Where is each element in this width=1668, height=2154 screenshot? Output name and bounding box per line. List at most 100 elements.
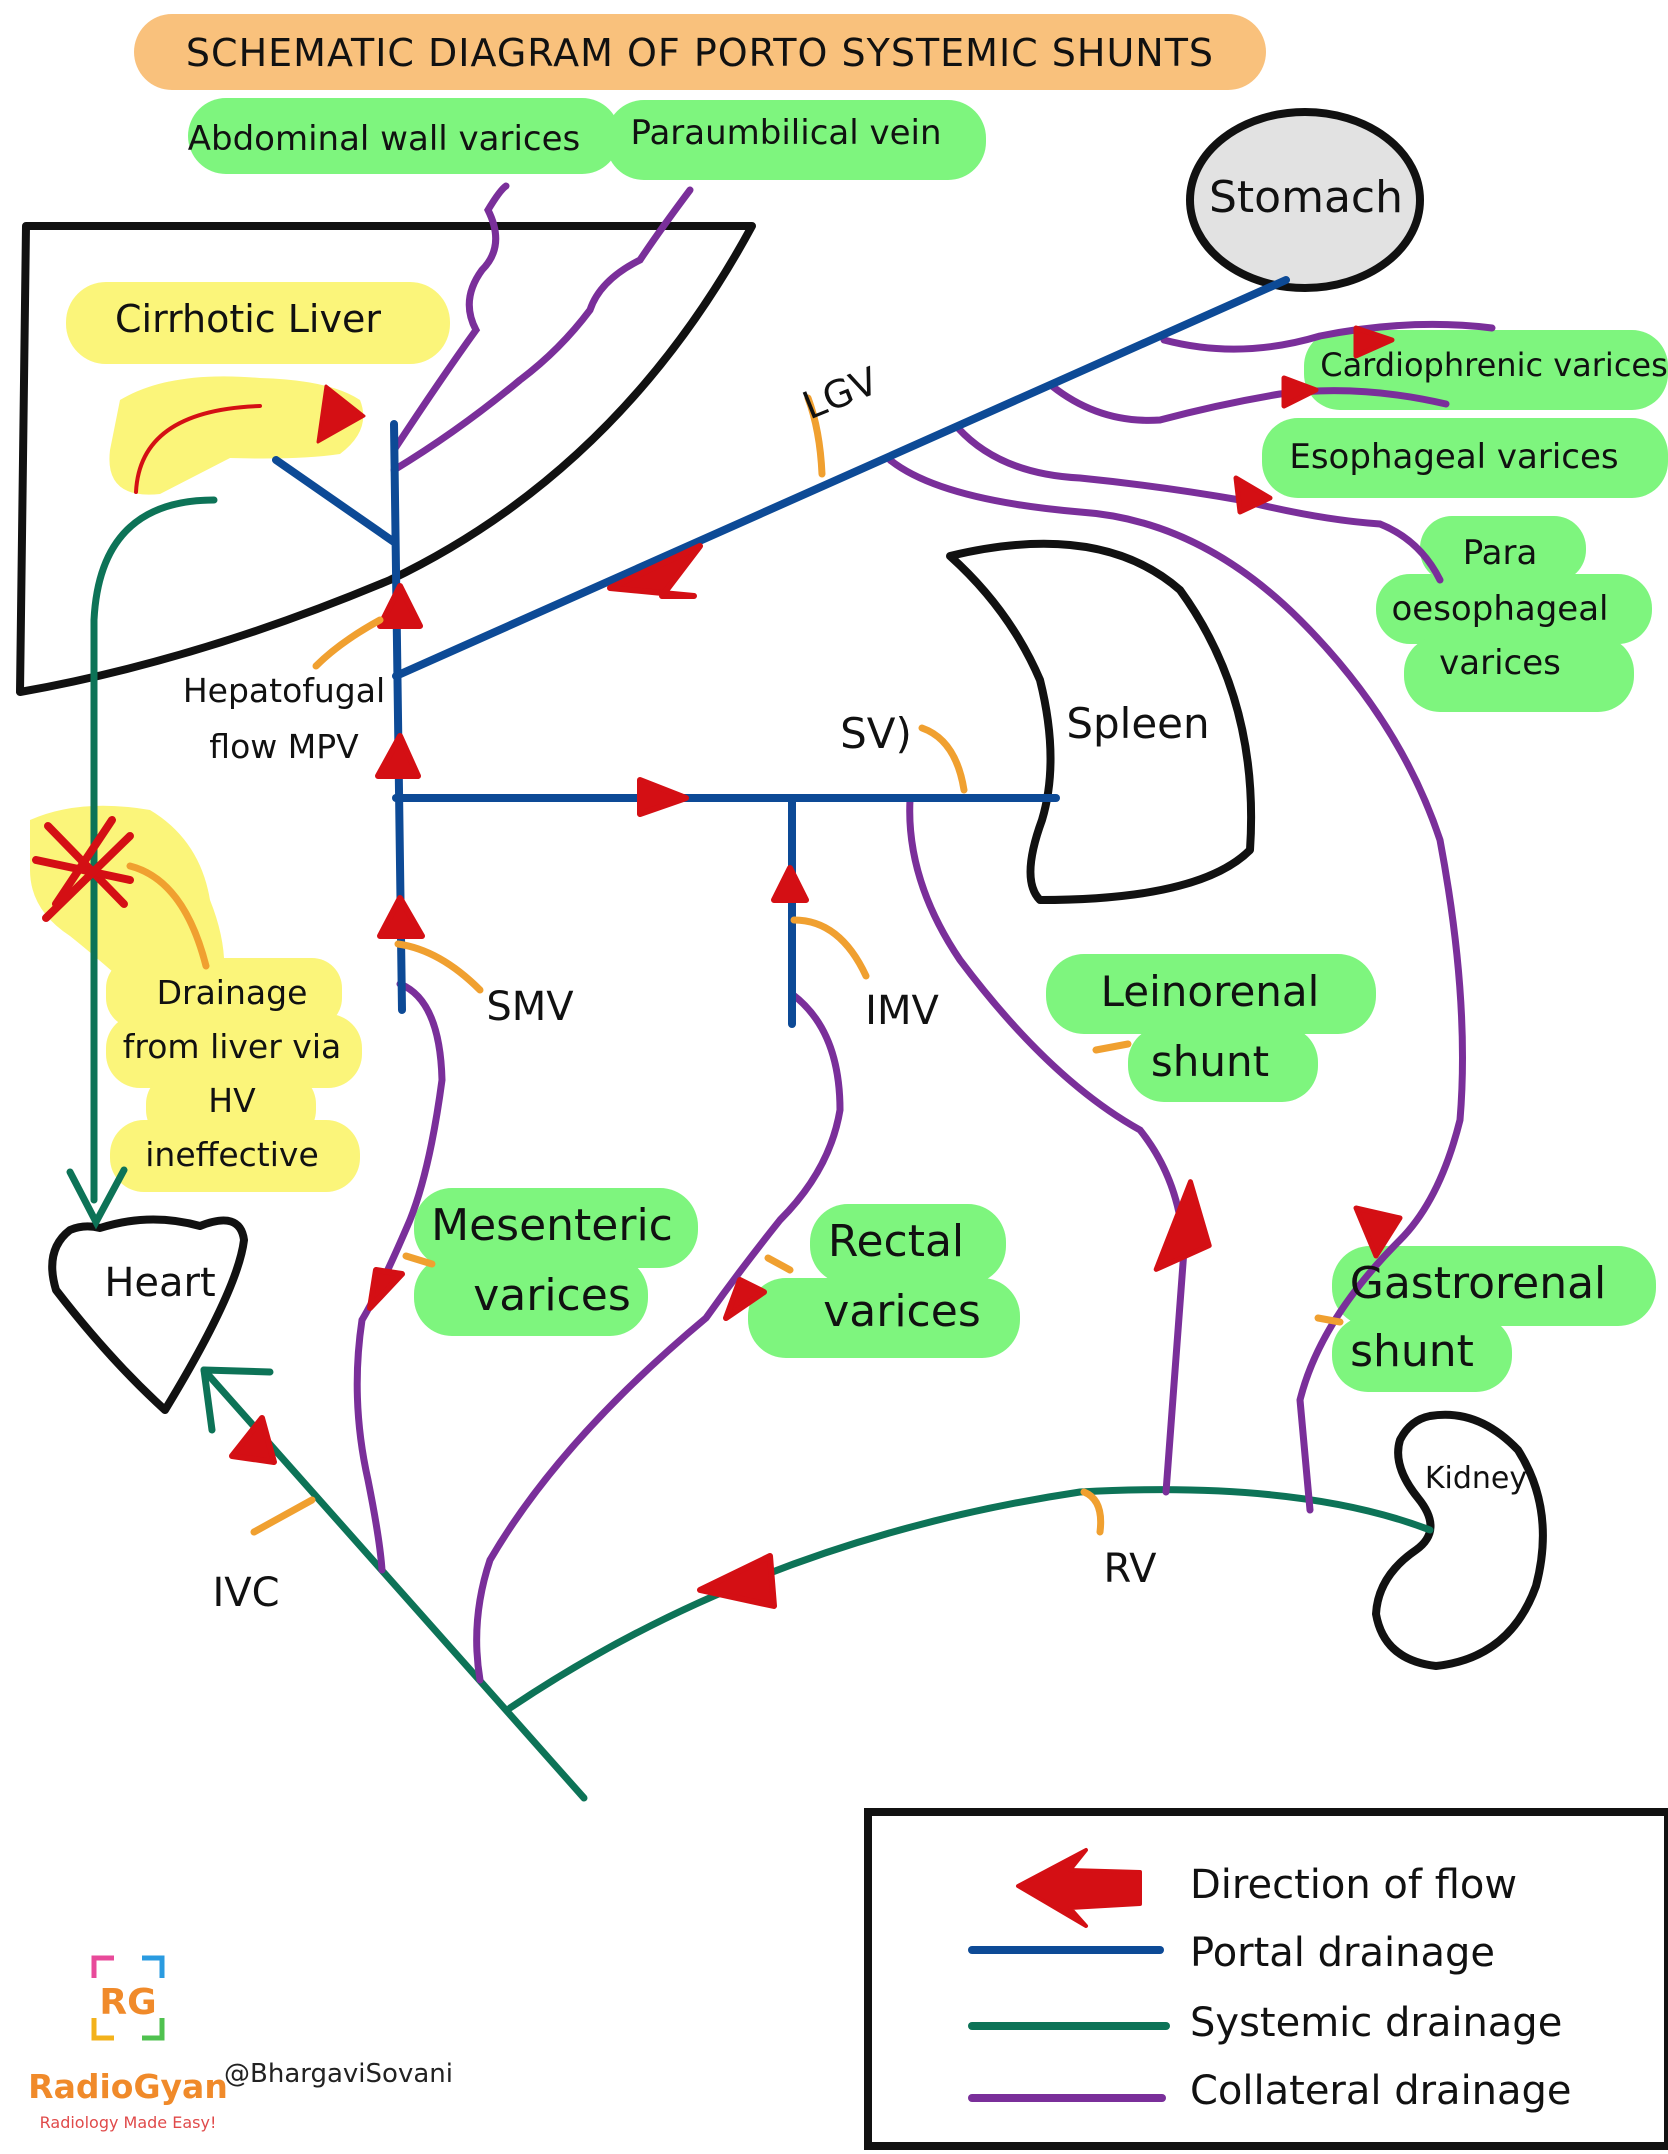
gastrorenal-pointer <box>1314 1314 1344 1326</box>
logo-letters: RG <box>99 1982 156 2023</box>
ivc-pointer <box>250 1496 316 1536</box>
paraumbilical-highlight <box>606 100 986 180</box>
mesenteric-label: Mesenteric <box>431 1200 673 1251</box>
highlights <box>30 98 1668 1392</box>
leinorenal-pointer <box>1092 1040 1132 1054</box>
para-highlight <box>1420 516 1586 582</box>
gastrorenal-arrow <box>1353 1205 1403 1259</box>
drainage-label: Drainage <box>157 973 308 1012</box>
portal-vessels <box>272 276 1290 1028</box>
splenic-arrow <box>637 777 689 817</box>
leinorenal-label: Leinorenal <box>1101 967 1320 1016</box>
hepatic-vein-path <box>90 496 218 1204</box>
hepatofugal-label: Hepatofugal <box>183 671 385 710</box>
flow-arrows <box>134 325 1403 1609</box>
legend-flow-arrow-icon <box>1016 1848 1142 1928</box>
smv-label: SMV <box>486 984 574 1030</box>
legend-collateral-label: Collateral drainage <box>1190 2068 1572 2114</box>
stomach-label: Stomach <box>1209 172 1403 223</box>
labels: Abdominal wall varices Paraumbilical vei… <box>104 113 1667 1616</box>
leinorenal-highlight <box>1046 954 1376 1034</box>
heart-shape <box>48 1215 248 1414</box>
esophageal-highlight <box>1262 418 1668 498</box>
renal-arrow <box>697 1553 777 1609</box>
left-portal-branch <box>272 456 398 546</box>
brand-tagline: Radiology Made Easy! <box>40 2113 217 2132</box>
legend-direction-label: Direction of flow <box>1190 1862 1517 1908</box>
renal-vein-path <box>506 1486 1434 1712</box>
varices-highlight <box>1404 636 1634 712</box>
imv-label: IMV <box>865 988 939 1034</box>
author-handle: @BhargaviSovani <box>224 2059 453 2089</box>
rectal-collateral <box>473 990 844 1684</box>
esophageal-varices-label: Esophageal varices <box>1289 437 1618 477</box>
rv-label: RV <box>1104 1546 1158 1592</box>
smv-arrow <box>377 895 425 939</box>
branding: RG RadioGyan Radiology Made Easy! @Bharg… <box>28 1955 453 2132</box>
liver-outline <box>16 222 756 696</box>
cardiophrenic-arrow-lower <box>1281 375 1319 409</box>
imv-pointer <box>790 916 870 980</box>
cirrhotic-liver-highlight <box>66 282 450 364</box>
rectal-label: Rectal <box>828 1216 964 1267</box>
mesenteric-highlight <box>414 1188 698 1268</box>
paraumbilical-vein-label: Paraumbilical vein <box>630 113 941 153</box>
brand-name: RadioGyan <box>28 2067 228 2106</box>
ivc-arrowhead-upper <box>200 1366 274 1376</box>
liver-flow-highlight <box>109 376 364 495</box>
ineffective-label: ineffective <box>145 1135 319 1174</box>
radiogyan-logo-icon: RG <box>91 1955 165 2041</box>
gastrorenal-collateral <box>886 456 1466 1514</box>
mpv-arrow-2 <box>375 733 421 779</box>
cirrhotic-liver-label: Cirrhotic Liver <box>115 297 381 341</box>
rectal-arrow <box>723 1277 767 1321</box>
liver-flow-arrow-line <box>134 404 262 494</box>
hv-label: HV <box>208 1081 256 1120</box>
cardiophrenic-collateral-lower <box>1048 382 1450 424</box>
from-liver-highlight <box>106 1014 362 1088</box>
hv-pointer <box>126 862 210 970</box>
ivc-arrowhead-lower <box>200 1366 216 1434</box>
rectal-varices-highlight <box>748 1278 1020 1358</box>
imv-arrow <box>771 865 809 903</box>
gastrorenal-shunt-label: shunt <box>1350 1326 1474 1377</box>
legend-box <box>864 1808 1668 2150</box>
ineffective-highlight <box>110 1120 360 1192</box>
flow-mpv-label: flow MPV <box>209 727 359 766</box>
oesophageal-highlight <box>1376 574 1652 644</box>
stomach-shape <box>1186 108 1424 292</box>
heart-label: Heart <box>104 1260 215 1306</box>
spleen-label: Spleen <box>1066 699 1209 748</box>
paraesophageal-varices-label: varices <box>1439 643 1561 683</box>
lgv-vessel <box>392 276 1290 680</box>
liver-flow-arrowhead <box>316 384 366 444</box>
hv-arrowhead <box>66 1166 128 1230</box>
ivc-label: IVC <box>212 1570 279 1616</box>
abdominal-wall-varices-label: Abdominal wall varices <box>188 119 580 159</box>
mesenteric-pointer <box>402 1252 436 1268</box>
rv-pointer <box>1080 1488 1105 1536</box>
cardiophrenic-varices-label: Cardiophrenic varices <box>1320 346 1668 384</box>
diagram-title: SCHEMATIC DIAGRAM OF PORTO SYSTEMIC SHUN… <box>186 31 1214 75</box>
cardiophrenic-highlight <box>1304 330 1668 410</box>
paraumbilical-collateral <box>390 186 694 474</box>
leinorenal-shunt-highlight <box>1128 1026 1318 1102</box>
from-liver-label: from liver via <box>123 1027 341 1066</box>
ivc-arrow <box>229 1415 277 1465</box>
smv-pointer <box>394 940 484 994</box>
collateral-vessels <box>353 182 1496 1684</box>
leinorenal-shunt-label: shunt <box>1151 1037 1269 1086</box>
blocked-cross-icon <box>32 816 134 922</box>
rectal-varices-label: varices <box>823 1286 981 1337</box>
gastrorenal-highlight <box>1332 1246 1656 1326</box>
drainage-highlight <box>106 958 342 1028</box>
spleen-shape <box>946 539 1256 904</box>
splenorenal-arrow <box>1153 1179 1212 1272</box>
sv-pointer <box>918 724 968 794</box>
rectal-highlight <box>810 1204 1006 1284</box>
abdominal-wall-highlight <box>188 98 620 174</box>
oesophageal-label: oesophageal <box>1392 589 1609 629</box>
mpv-arrow-1 <box>377 583 423 629</box>
label-pointers <box>126 394 1344 1536</box>
